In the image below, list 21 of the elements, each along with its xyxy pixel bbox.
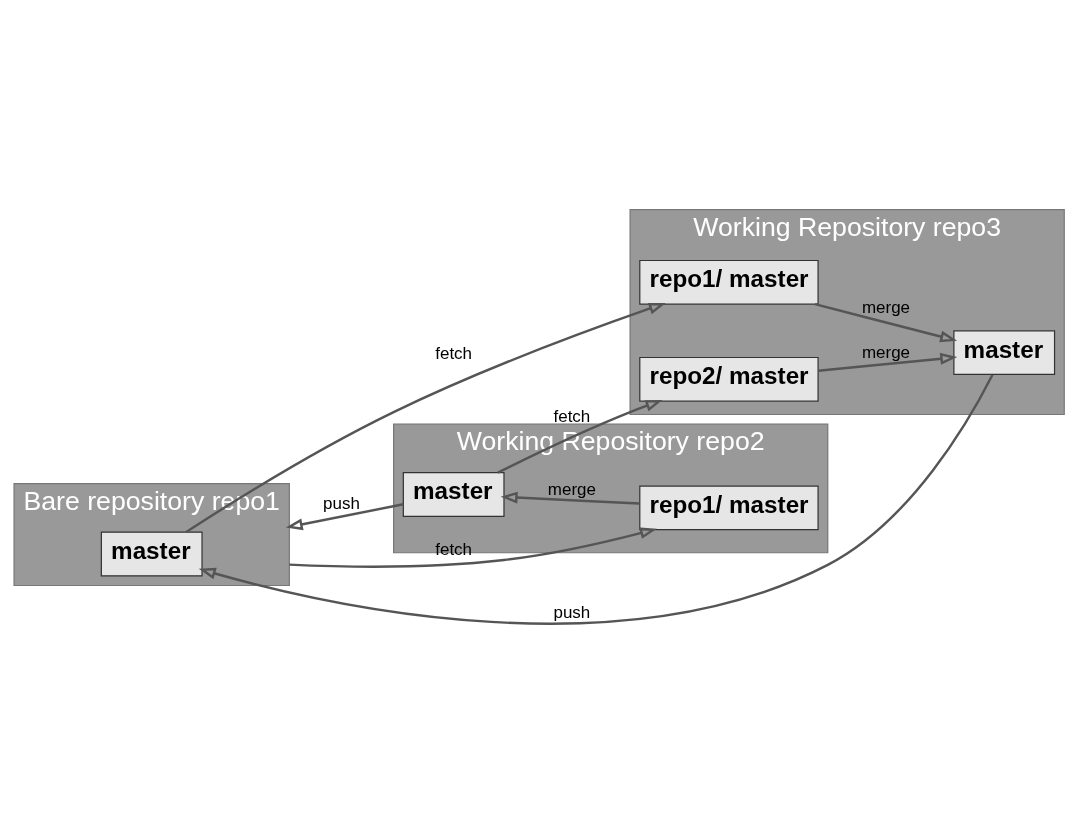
arrow bbox=[285, 502, 404, 530]
arrow bbox=[500, 491, 640, 505]
node-box: repo1/ master bbox=[639, 484, 819, 530]
node-box: master bbox=[402, 471, 505, 517]
edge-label: fetch bbox=[553, 406, 591, 426]
edge-label: merge bbox=[547, 479, 596, 499]
node-box: master bbox=[100, 531, 203, 576]
node-box: repo1/ master bbox=[639, 259, 819, 305]
arrow bbox=[814, 302, 958, 342]
arrow bbox=[185, 302, 666, 533]
arrow bbox=[198, 373, 994, 625]
arrow bbox=[289, 526, 657, 568]
arrow bbox=[497, 399, 663, 474]
edge-label: merge bbox=[861, 342, 911, 362]
edge-label: merge bbox=[861, 297, 911, 317]
edge-label: push bbox=[323, 493, 360, 513]
edge-label: fetch bbox=[435, 343, 473, 363]
edge-label: push bbox=[553, 602, 591, 622]
node-box: master bbox=[953, 329, 1056, 375]
arrow bbox=[818, 352, 958, 372]
node-box: repo2/ master bbox=[639, 356, 819, 402]
